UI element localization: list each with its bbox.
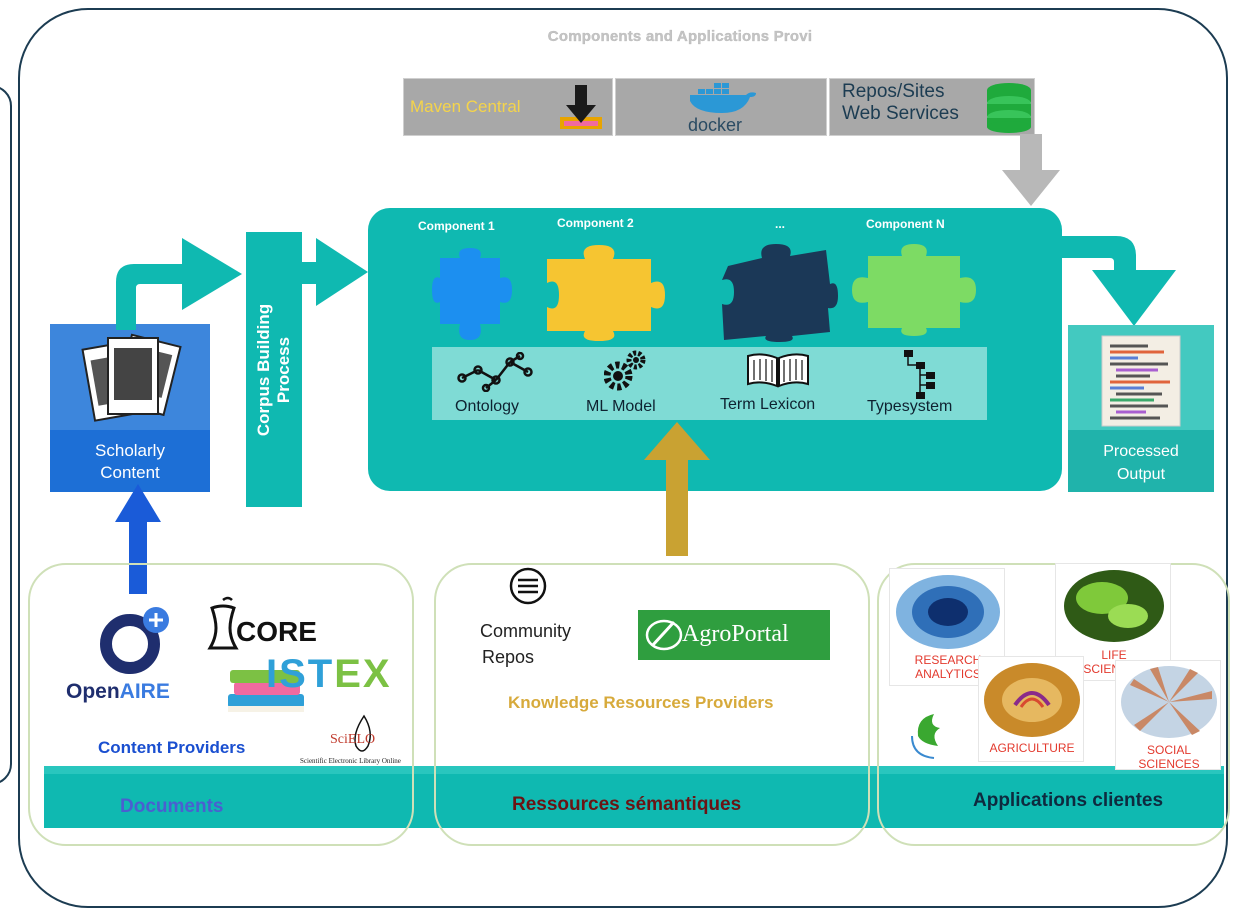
- resources-strip: [432, 347, 987, 420]
- social-sciences-tile: SOCIAL SCIENCES: [1115, 660, 1222, 771]
- community-line1: Community: [480, 621, 572, 641]
- research-analytics-label: RESEARCH ANALYTICS: [890, 653, 1006, 681]
- knowledge-providers-title: Knowledge Resources Providers: [508, 693, 774, 712]
- maven-central-label: Maven Central: [410, 97, 521, 116]
- social-line1: SOCIAL: [1146, 743, 1191, 757]
- corpus-to-components-arrow: [302, 238, 368, 306]
- social-line2: SCIENCES: [1138, 757, 1200, 771]
- openaire-prefix: Open: [66, 680, 120, 703]
- agriculture-label: AGRICULTURE: [989, 741, 1075, 755]
- content-up-arrow: [115, 484, 161, 594]
- typesystem-label: Typesystem: [867, 398, 953, 415]
- research-line2: ANALYTICS: [915, 667, 981, 681]
- knowledge-up-arrow: [644, 422, 710, 556]
- code-document-icon: [1101, 335, 1181, 427]
- puzzle-piece-icon: [722, 244, 838, 342]
- puzzle-piece-icon: [547, 245, 665, 341]
- document-stack-icon: [81, 333, 182, 422]
- docker-whale-icon: [690, 83, 756, 113]
- applications-band-label: Applications clientes: [973, 790, 1164, 811]
- maven-download-icon: [560, 85, 602, 129]
- hexagon-pattern-icon: [896, 575, 1000, 649]
- agroportal-logo: AgroPortal: [638, 610, 830, 660]
- scholarly-line2: Content: [100, 463, 160, 482]
- corpus-line2: Process: [274, 336, 293, 403]
- ontology-label: Ontology: [455, 398, 520, 415]
- tree-hierarchy-icon: [904, 350, 935, 399]
- knowledge-providers-panel: [434, 563, 870, 846]
- scielo-label: SciELO: [330, 732, 376, 747]
- openaire-text: OpenAIRE: [66, 680, 170, 704]
- istex-part-b: EX: [334, 652, 392, 696]
- processed-line2: Output: [1116, 466, 1166, 483]
- content-providers-title: Content Providers: [98, 738, 246, 757]
- openaire-suffix: AIRE: [119, 680, 170, 703]
- life-sciences-tile: LIFE SCIENCES: [1055, 563, 1171, 681]
- repos-down-arrow: [1002, 134, 1060, 206]
- diagram-title: Components and Applications Provi: [547, 28, 813, 45]
- processed-output-footer: [1068, 430, 1214, 492]
- core-label: CORE: [236, 616, 317, 647]
- social-sciences-label: SOCIAL SCIENCES: [1116, 743, 1222, 771]
- corpus-line1: Corpus Building: [254, 303, 273, 436]
- left-frame-edge: [0, 85, 12, 785]
- corpus-building-label: Corpus Building Process: [254, 250, 294, 490]
- istex-part-a: IST: [266, 652, 335, 696]
- agroportal-label: AgroPortal: [682, 621, 789, 647]
- community-repos-text: Community Repos: [480, 618, 571, 670]
- content-providers-panel: [28, 563, 414, 846]
- repos-label-line2: Web Services: [842, 103, 959, 124]
- scholarly-content-footer: [50, 430, 210, 492]
- ontology-graph-icon: [457, 352, 533, 392]
- agriculture-badge-icon: [984, 663, 1080, 737]
- ressources-band-label: Ressources sémantiques: [512, 794, 742, 815]
- outer-frame: [18, 8, 1228, 908]
- microbes-icon: [1064, 570, 1164, 642]
- istex-books-icon: [228, 670, 304, 712]
- repos-label-line1: Repos/Sites: [842, 81, 945, 102]
- database-icon: [987, 83, 1031, 133]
- documents-band-label: Documents: [120, 796, 224, 817]
- puzzle-piece-icon: [432, 248, 512, 340]
- research-line1: RESEARCH: [914, 653, 982, 667]
- ml-model-label: ML Model: [586, 398, 656, 415]
- docker-label: docker: [688, 115, 743, 135]
- hands-together-icon: [1121, 666, 1217, 738]
- processed-line1: Processed: [1103, 443, 1179, 460]
- scholarly-line1: Scholarly: [95, 441, 165, 460]
- applications-panel: [877, 563, 1230, 846]
- community-line2: Repos: [482, 647, 535, 667]
- components-to-output-arrow: [1060, 236, 1176, 326]
- processed-output-label: Processed Output: [1068, 440, 1214, 486]
- docker-box: docker: [615, 78, 827, 136]
- component-label-2: Component 2: [557, 216, 634, 230]
- component-label-n: Component N: [866, 217, 945, 231]
- gears-icon: [604, 350, 646, 391]
- leaf-logo-icon: [908, 706, 958, 762]
- puzzle-piece-icon: [852, 244, 976, 336]
- book-icon: [747, 353, 809, 388]
- istex-label: ISTEX: [266, 652, 392, 697]
- bottom-band-highlight: [44, 766, 1224, 774]
- maven-central-box: Maven Central: [403, 78, 613, 136]
- openaire-logo-icon: [100, 607, 169, 674]
- term-lexicon-label: Term Lexicon: [720, 396, 816, 413]
- core-apple-icon: [207, 596, 239, 650]
- agriculture-tile: AGRICULTURE: [978, 656, 1084, 762]
- scielo-logo-icon: [354, 714, 371, 752]
- component-label-1: Component 1: [418, 219, 495, 233]
- repos-box: Repos/Sites Web Services: [829, 78, 1035, 136]
- agroportal-logo-icon: [645, 619, 683, 651]
- bottom-band: [44, 766, 1224, 828]
- life-line1: LIFE: [1101, 648, 1127, 662]
- scholarly-to-corpus-arrow: [116, 238, 242, 330]
- community-repos-icon: [509, 567, 547, 605]
- scholarly-content-label: Scholarly Content: [50, 440, 210, 484]
- scielo-subtitle: Scientific Electronic Library Online: [300, 757, 401, 765]
- corpus-building-process: Corpus Building Process: [246, 232, 302, 507]
- component-label-ellipsis: ...: [775, 217, 786, 231]
